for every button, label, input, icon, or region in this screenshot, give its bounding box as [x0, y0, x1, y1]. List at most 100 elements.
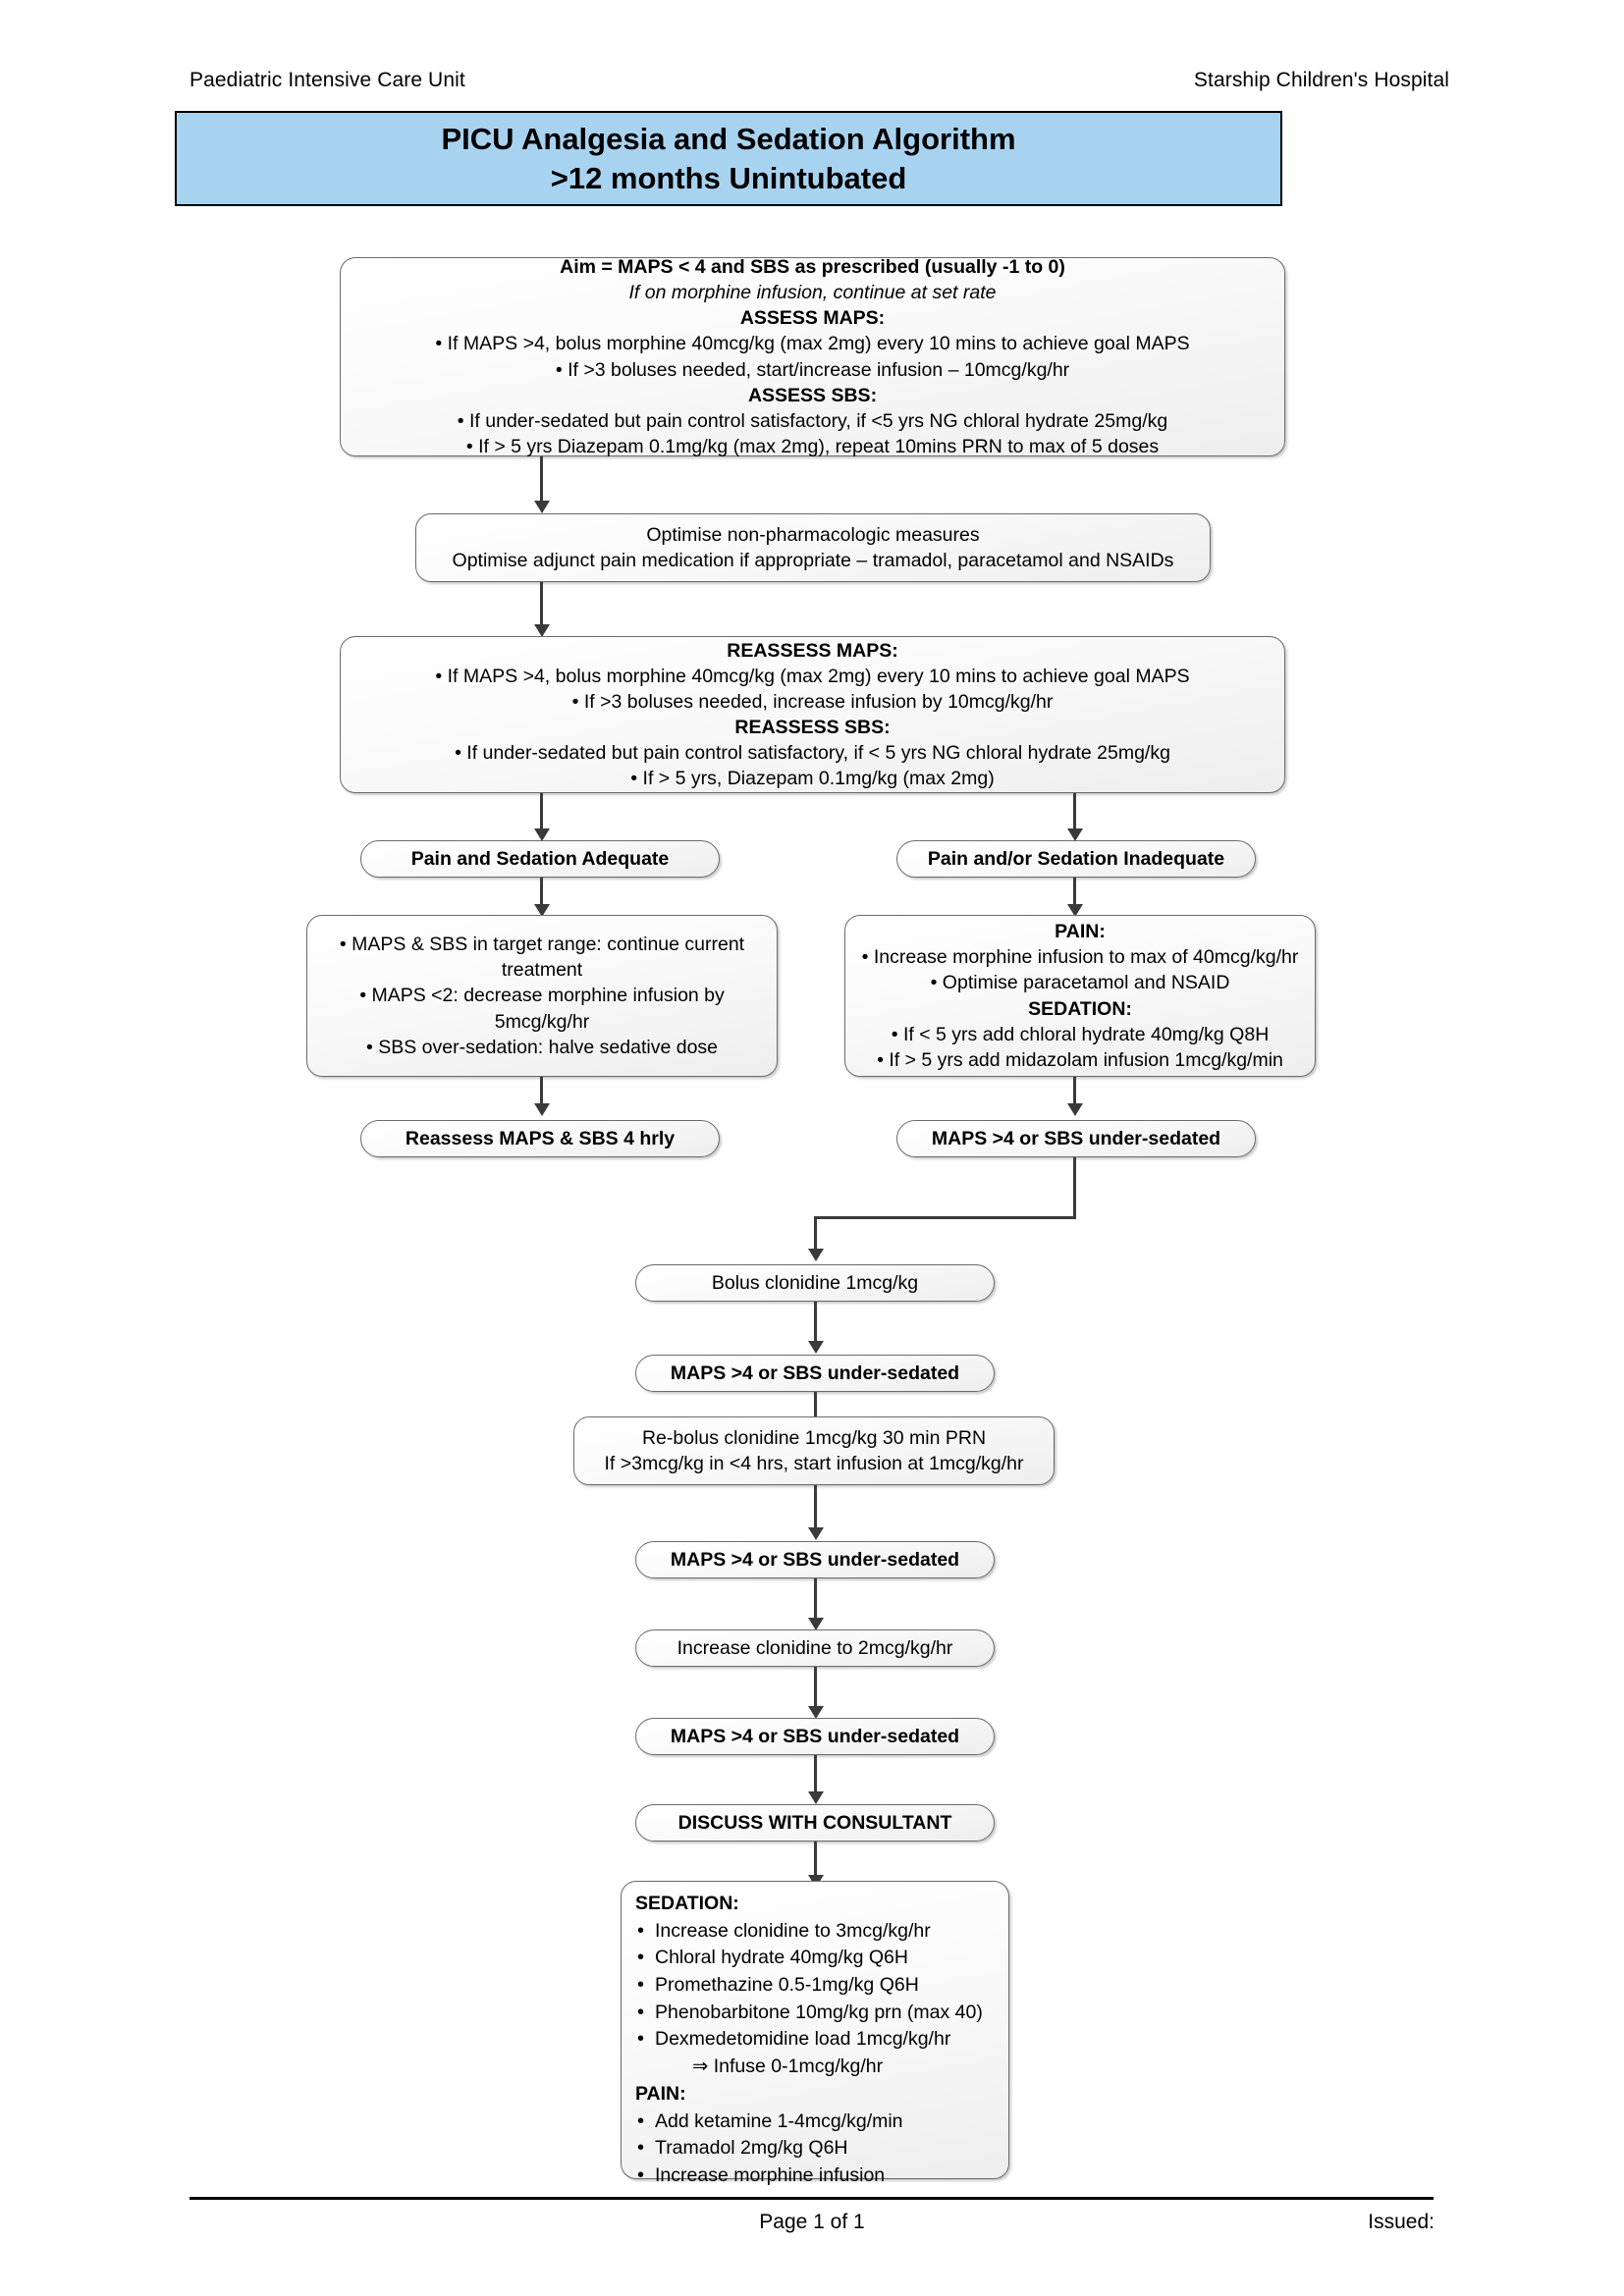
- node-rebolus-clonidine: Re-bolus clonidine 1mcg/kg 30 min PRN If…: [573, 1416, 1055, 1485]
- title-line-1: PICU Analgesia and Sedation Algorithm: [441, 121, 1016, 156]
- final-sedation-subitem: ⇒ Infuse 0-1mcg/kg/hr: [692, 2056, 884, 2078]
- node-reassess: REASSESS MAPS: • If MAPS >4, bolus morph…: [340, 636, 1285, 793]
- arrowhead-reassess-to-inadequate: [1067, 828, 1083, 841]
- final-sedation-item-4: Phenobarbitone 10mg/kg prn (max 40): [635, 1999, 983, 2027]
- title-banner: PICU Analgesia and Sedation Algorithm >1…: [175, 111, 1282, 206]
- adequate-line-1: • MAPS & SBS in target range: continue c…: [339, 934, 745, 982]
- arrowhead-adequate-to-reassess4hrly: [534, 1103, 550, 1116]
- final-pain-item-2: Tramadol 2mg/kg Q6H: [635, 2134, 848, 2163]
- arrowhead-aim-to-optimise: [534, 501, 550, 513]
- bolus-clonidine-label: Bolus clonidine 1mcg/kg: [711, 1271, 919, 1294]
- node-reassess-4hrly: Reassess MAPS & SBS 4 hrly: [360, 1120, 720, 1157]
- arrowhead-adequate-to-detail: [534, 904, 550, 917]
- aim-line-3: ASSESS MAPS:: [739, 307, 886, 330]
- final-pain-item-3: Increase morphine infusion: [635, 2162, 885, 2190]
- aim-line-1: Aim = MAPS < 4 and SBS as prescribed (us…: [560, 256, 1065, 278]
- reassess-line-1: REASSESS MAPS:: [727, 639, 898, 662]
- final-sedation-item-1: Increase clonidine to 3mcg/kg/hr: [635, 1917, 931, 1946]
- arrowhead-inadequate-to-undersedated1: [1067, 1103, 1083, 1116]
- connector-optimise-to-reassess: [540, 582, 543, 629]
- arrowhead-optimise-to-reassess: [534, 624, 550, 637]
- optimise-line-2: Optimise adjunct pain medication if appr…: [452, 550, 1174, 571]
- final-sedation-heading: SEDATION:: [635, 1893, 739, 1914]
- node-discuss-with-consultant: DISCUSS WITH CONSULTANT: [635, 1804, 995, 1842]
- node-optimise: Optimise non-pharmacologic measures Opti…: [415, 513, 1211, 582]
- adequate-line-3: • SBS over-sedation: halve sedative dose: [365, 1036, 719, 1058]
- reassess-line-5: • If under-sedated but pain control sati…: [455, 742, 1170, 765]
- connector-undersedated1-to-bolus: [814, 1216, 817, 1254]
- inadequate-line-4: SEDATION:: [1028, 997, 1132, 1020]
- rebolus-line-2: If >3mcg/kg in <4 hrs, start infusion at…: [604, 1453, 1024, 1474]
- footer-divider: [189, 2197, 1434, 2200]
- connector-undersedated3-to-increase: [814, 1578, 817, 1623]
- aim-line-2: If on morphine infusion, continue at set…: [628, 282, 997, 304]
- arrowhead-undersedated3-to-increase: [808, 1618, 824, 1630]
- connector-discuss-to-final: [814, 1842, 817, 1881]
- discuss-label: DISCUSS WITH CONSULTANT: [677, 1811, 952, 1834]
- node-bolus-clonidine: Bolus clonidine 1mcg/kg: [635, 1264, 995, 1302]
- connector-undersedated1-down: [1073, 1157, 1076, 1219]
- inadequate-line-2: • Increase morphine infusion to max of 4…: [861, 946, 1299, 969]
- arrowhead-to-bolus-clonidine: [808, 1249, 824, 1261]
- inadequate-line-1: PAIN:: [1055, 921, 1106, 943]
- aim-line-4: • If MAPS >4, bolus morphine 40mcg/kg (m…: [435, 333, 1190, 355]
- node-undersedated-2: MAPS >4 or SBS under-sedated: [635, 1355, 995, 1392]
- footer-issued: Issued:: [1368, 2211, 1435, 2233]
- node-pain-sedation-adequate: Pain and Sedation Adequate: [360, 840, 720, 878]
- arrowhead-inadequate-to-detail: [1067, 904, 1083, 917]
- adequate-line-2: • MAPS <2: decrease morphine infusion by…: [359, 985, 725, 1033]
- connector-adequate-to-reassess4hrly: [540, 1077, 543, 1109]
- rebolus-line-1: Re-bolus clonidine 1mcg/kg 30 min PRN: [641, 1426, 987, 1449]
- footer-page-number: Page 1 of 1: [759, 2211, 865, 2233]
- connector-undersedated4-to-discuss: [814, 1755, 817, 1796]
- connector-increase-to-undersedated4: [814, 1667, 817, 1711]
- node-final-sedation-pain: SEDATION: Increase clonidine to 3mcg/kg/…: [621, 1881, 1009, 2189]
- node-adequate-detail: • MAPS & SBS in target range: continue c…: [306, 915, 778, 1077]
- aim-line-6: ASSESS SBS:: [747, 384, 878, 406]
- connector-inadequate-to-undersedated1: [1073, 1077, 1076, 1109]
- increase-clonidine-label: Increase clonidine to 2mcg/kg/hr: [677, 1636, 953, 1659]
- arrowhead-bolus-to-undersedated2: [808, 1341, 824, 1354]
- undersedated-2-label: MAPS >4 or SBS under-sedated: [670, 1362, 960, 1384]
- reassess-line-6: • If > 5 yrs, Diazepam 0.1mg/kg (max 2mg…: [630, 768, 995, 790]
- node-inadequate-detail: PAIN: • Increase morphine infusion to ma…: [844, 915, 1316, 1077]
- connector-reassess-to-inadequate: [1073, 793, 1076, 833]
- final-sedation-item-3: Promethazine 0.5-1mg/kg Q6H: [635, 1971, 919, 2000]
- connector-undersedated1-left: [814, 1216, 1076, 1219]
- branch-right-label: Pain and/or Sedation Inadequate: [927, 847, 1225, 870]
- arrowhead-increase-to-undersedated4: [808, 1706, 824, 1719]
- aim-line-7: • If under-sedated but pain control sati…: [457, 409, 1168, 432]
- connector-aim-to-optimise: [540, 456, 543, 505]
- connector-rebolus-to-undersedated3: [814, 1485, 817, 1532]
- undersedated-1-label: MAPS >4 or SBS under-sedated: [931, 1127, 1221, 1149]
- aim-line-5: • If >3 boluses needed, start/increase i…: [555, 358, 1070, 381]
- arrowhead-reassess-to-adequate: [534, 828, 550, 841]
- title-line-2: >12 months Unintubated: [550, 160, 907, 195]
- node-increase-clonidine: Increase clonidine to 2mcg/kg/hr: [635, 1629, 995, 1667]
- inadequate-line-6: • If > 5 yrs add midazolam infusion 1mcg…: [877, 1048, 1283, 1071]
- aim-line-8: • If > 5 yrs Diazepam 0.1mg/kg (max 2mg)…: [465, 435, 1160, 457]
- reassess-line-3: • If >3 boluses needed, increase infusio…: [571, 690, 1054, 713]
- undersedated-3-label: MAPS >4 or SBS under-sedated: [670, 1548, 960, 1571]
- connector-inadequate-to-detail: [1073, 878, 1076, 910]
- final-sedation-item-5: Dexmedetomidine load 1mcg/kg/hr: [635, 2025, 950, 2054]
- header-department: Paediatric Intensive Care Unit: [189, 69, 465, 91]
- connector-reassess-to-adequate: [540, 793, 543, 833]
- connector-bolus-to-undersedated2: [814, 1302, 817, 1346]
- branch-left-label: Pain and Sedation Adequate: [410, 847, 670, 870]
- node-pain-sedation-inadequate: Pain and/or Sedation Inadequate: [896, 840, 1256, 878]
- reassess-4hrly-label: Reassess MAPS & SBS 4 hrly: [405, 1127, 676, 1149]
- arrowhead-rebolus-to-undersedated3: [808, 1527, 824, 1540]
- node-undersedated-1: MAPS >4 or SBS under-sedated: [896, 1120, 1256, 1157]
- node-undersedated-3: MAPS >4 or SBS under-sedated: [635, 1541, 995, 1578]
- final-pain-item-1: Add ketamine 1-4mcg/kg/min: [635, 2108, 903, 2136]
- reassess-line-4: REASSESS SBS:: [734, 717, 891, 738]
- node-undersedated-4: MAPS >4 or SBS under-sedated: [635, 1718, 995, 1755]
- optimise-line-1: Optimise non-pharmacologic measures: [646, 523, 980, 546]
- connector-adequate-to-detail: [540, 878, 543, 910]
- arrowhead-undersedated4-to-discuss: [808, 1791, 824, 1804]
- node-aim: Aim = MAPS < 4 and SBS as prescribed (us…: [340, 256, 1285, 457]
- inadequate-line-3: • Optimise paracetamol and NSAID: [930, 972, 1230, 994]
- header-hospital: Starship Children's Hospital: [1193, 69, 1449, 91]
